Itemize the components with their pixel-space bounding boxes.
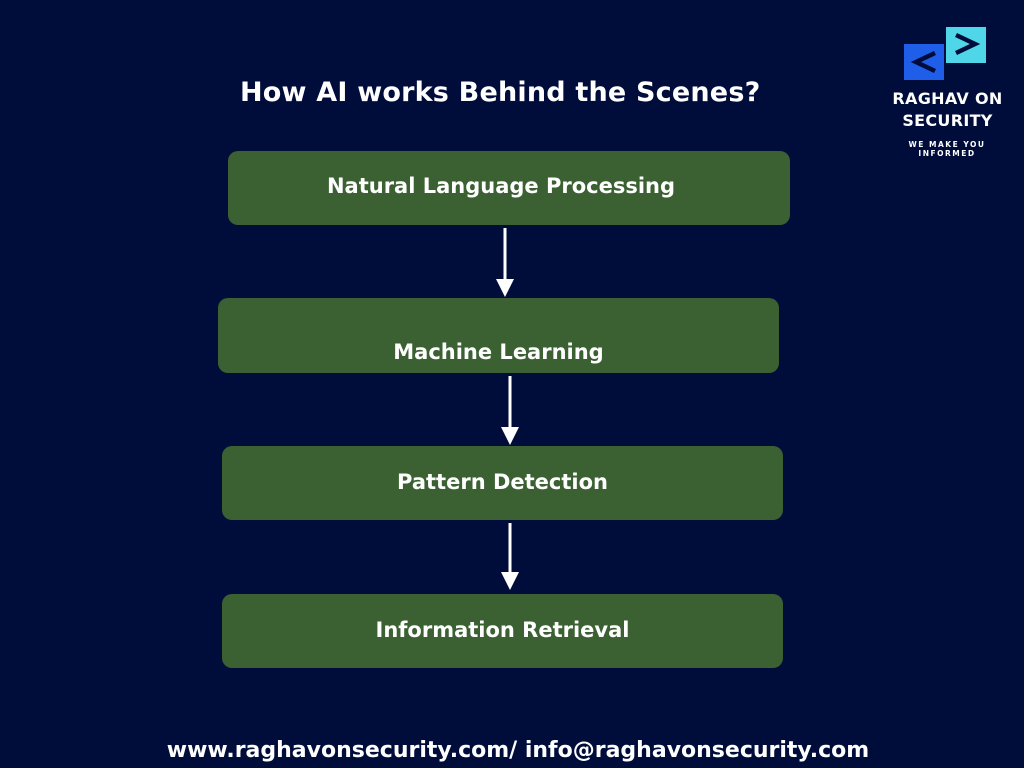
brand-tagline-line1: WE MAKE YOU (908, 140, 986, 149)
brand-logo: RAGHAV ON SECURITY WE MAKE YOU INFORMED (880, 22, 1015, 167)
step-label: Pattern Detection (397, 470, 608, 494)
step-box-information-retrieval: Information Retrieval (222, 594, 783, 668)
step-label: Information Retrieval (375, 618, 630, 642)
brand-tagline: WE MAKE YOU INFORMED (895, 140, 999, 158)
brand-tagline-line2: INFORMED (918, 149, 976, 158)
brand-name-line2: SECURITY (902, 111, 993, 130)
code-brackets-icon (904, 27, 986, 80)
brand-name-line1: RAGHAV ON (892, 89, 1003, 108)
flow-arrow-2 (501, 376, 519, 445)
step-box-natural-language-processing: Natural Language Processing (228, 151, 790, 225)
page-title: How AI works Behind the Scenes? (240, 77, 761, 108)
brand-name: RAGHAV ON SECURITY (880, 88, 1015, 132)
step-box-pattern-detection: Pattern Detection (222, 446, 783, 520)
flow-arrow-1 (496, 228, 514, 297)
step-label: Machine Learning (393, 340, 604, 364)
step-box-machine-learning: Machine Learning (218, 298, 779, 373)
flow-arrow-3 (501, 523, 519, 590)
footer-contact: www.raghavonsecurity.com/ info@raghavons… (166, 738, 870, 763)
step-label: Natural Language Processing (326, 174, 676, 198)
